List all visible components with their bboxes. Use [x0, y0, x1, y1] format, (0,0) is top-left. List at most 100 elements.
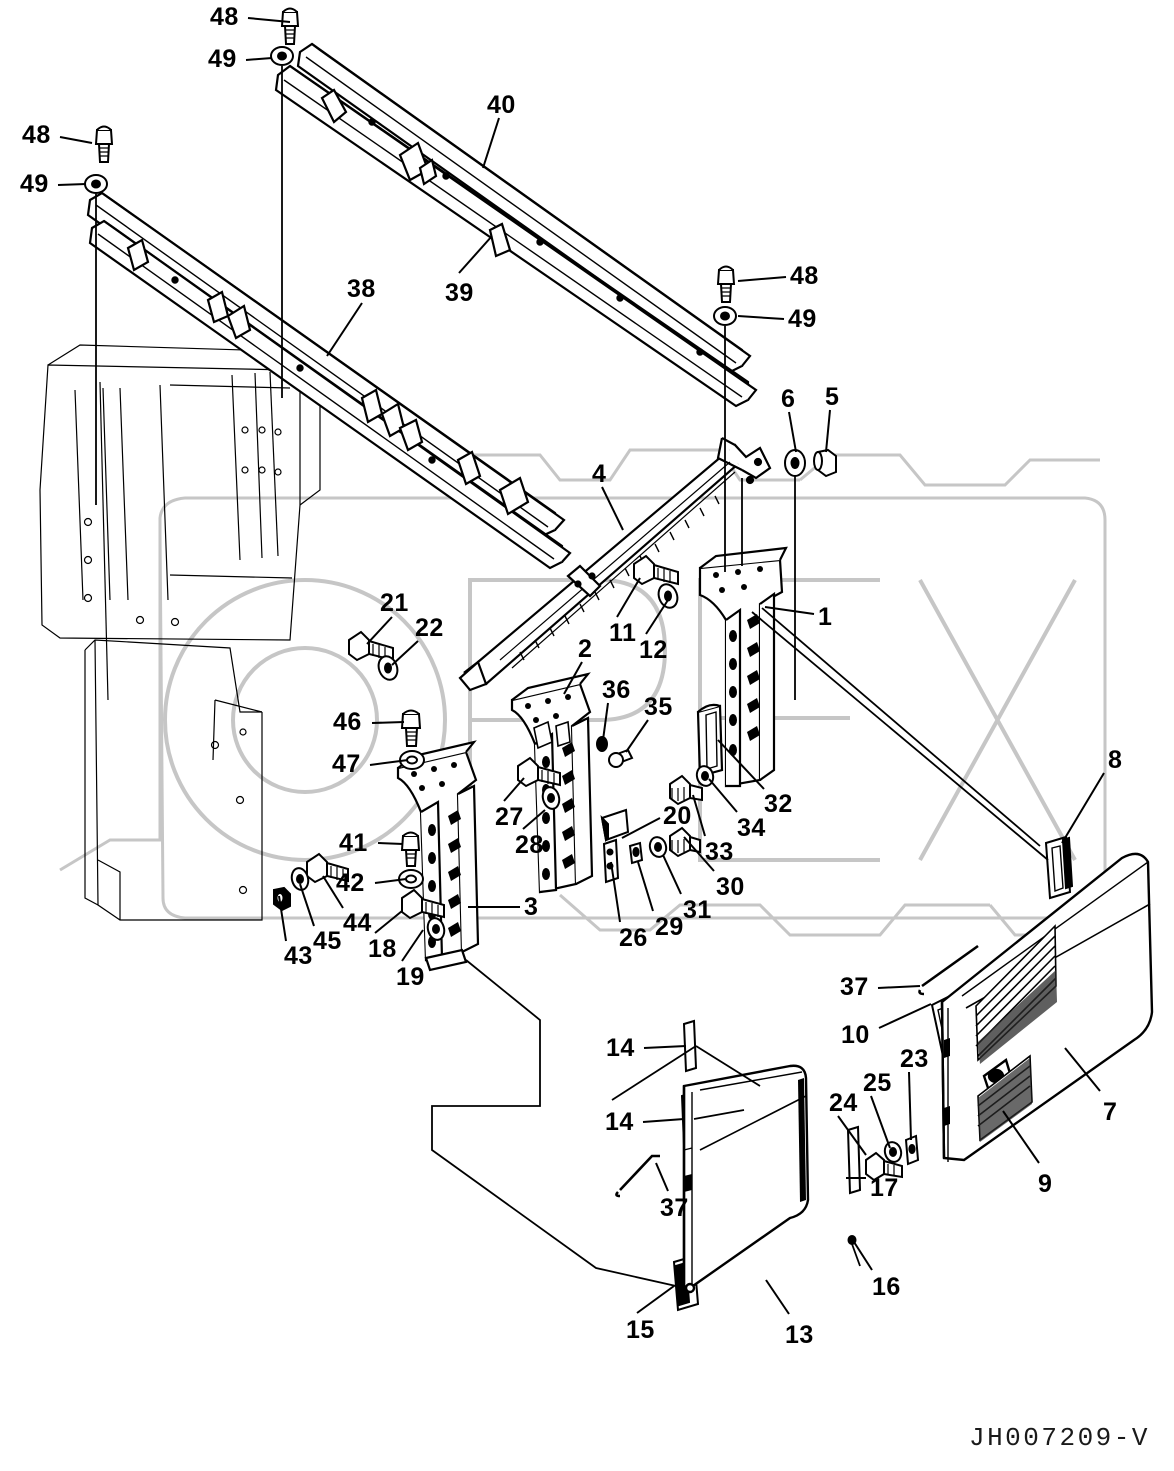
rod-14-top — [682, 1019, 698, 1073]
leader-18 — [374, 910, 403, 934]
bolt-48-right — [716, 265, 736, 303]
leader-7 — [1064, 1047, 1101, 1092]
callout-48: 48 — [790, 262, 819, 290]
callout-11: 11 — [609, 619, 637, 647]
clip-29 — [628, 841, 644, 865]
leader-15 — [636, 1285, 675, 1314]
leader-37 — [877, 985, 921, 989]
assembly-guide-lines — [95, 66, 1049, 1287]
guard-rail-upper-secondary — [274, 64, 758, 408]
leader-39 — [458, 235, 493, 274]
panel-mesh-lower — [978, 1058, 1032, 1142]
bolt-30 — [669, 826, 701, 858]
callout-37: 37 — [840, 973, 869, 1001]
leader-46 — [371, 721, 405, 724]
callout-24: 24 — [829, 1089, 858, 1117]
leader-19 — [401, 929, 424, 962]
callout-4: 4 — [592, 460, 607, 488]
bolt-33 — [669, 774, 703, 806]
plate-26 — [602, 838, 620, 884]
callout-26: 26 — [619, 924, 648, 952]
callout-49: 49 — [208, 45, 237, 73]
bolt-48-left — [94, 125, 114, 163]
leader-48 — [247, 17, 291, 23]
leader-36 — [602, 702, 609, 741]
washer-22 — [377, 655, 399, 681]
leader-6 — [788, 411, 797, 453]
callout-29: 29 — [655, 913, 684, 941]
plate-20 — [600, 808, 630, 843]
hinge-8 — [1044, 835, 1074, 900]
leader-49 — [57, 183, 87, 186]
callout-19: 19 — [396, 963, 425, 991]
machine-frame-outline — [39, 344, 321, 921]
leader-43 — [278, 895, 287, 942]
seal-37-right — [918, 944, 979, 996]
callout-48: 48 — [210, 3, 239, 31]
leader-38 — [326, 302, 363, 357]
callout-35: 35 — [644, 693, 673, 721]
callout-39: 39 — [445, 279, 474, 307]
callout-leader-lines — [57, 17, 1105, 1315]
leader-10 — [878, 1003, 932, 1029]
callout-40: 40 — [487, 91, 516, 119]
pin-35 — [608, 748, 634, 768]
leader-27 — [503, 777, 525, 802]
callout-7: 7 — [1103, 1098, 1118, 1126]
callout-31: 31 — [683, 896, 712, 924]
leader-48 — [59, 136, 93, 144]
leader-8 — [1061, 772, 1105, 844]
bolt-18 — [401, 888, 445, 920]
leader-40 — [482, 117, 500, 169]
callout-3: 3 — [524, 893, 539, 921]
leader-5 — [825, 409, 831, 453]
leader-2 — [563, 661, 583, 695]
callout-14: 14 — [606, 1034, 635, 1062]
bolt-44 — [306, 852, 349, 884]
leader-30 — [683, 836, 715, 872]
leader-48 — [737, 276, 787, 282]
washer-25 — [883, 1141, 903, 1163]
callout-5: 5 — [825, 383, 840, 411]
panel-mesh-upper — [978, 970, 1057, 1064]
callout-12: 12 — [639, 636, 668, 664]
washer-49-left — [84, 174, 108, 194]
guard-rail-upper — [296, 42, 752, 374]
callout-47: 47 — [332, 750, 361, 778]
callout-22: 22 — [415, 614, 444, 642]
washer-34 — [695, 765, 715, 787]
callout-10: 10 — [841, 1021, 870, 1049]
bolt-41 — [400, 831, 421, 867]
guard-rail-lower-secondary — [88, 219, 572, 570]
washer-47 — [399, 750, 425, 770]
fastener-group — [84, 7, 1074, 1312]
washer-49-right — [713, 306, 737, 326]
washer-45 — [290, 867, 310, 891]
callout-20: 20 — [663, 802, 692, 830]
leader-45 — [299, 883, 315, 927]
callout-42: 42 — [336, 869, 365, 897]
callout-43: 43 — [284, 942, 313, 970]
leader-16 — [853, 1241, 873, 1271]
callout-45: 45 — [313, 927, 342, 955]
callout-18: 18 — [368, 935, 397, 963]
leader-41 — [377, 842, 404, 845]
bolt-46 — [400, 709, 422, 747]
tab-23 — [904, 1134, 920, 1166]
leader-31 — [662, 854, 682, 895]
leader-12 — [645, 599, 669, 635]
leader-49 — [245, 57, 273, 61]
side-cover-panel-left — [682, 1064, 810, 1294]
nut-5 — [813, 448, 837, 478]
seal-37-left — [615, 1154, 660, 1198]
callout-9: 9 — [1038, 1170, 1053, 1198]
leader-20 — [621, 817, 661, 839]
leader-14 — [642, 1118, 685, 1123]
leader-35 — [625, 719, 649, 753]
leader-4 — [601, 486, 624, 531]
watermark-gear-top2 — [799, 453, 1100, 487]
callout-48: 48 — [22, 121, 51, 149]
callout-28: 28 — [515, 831, 544, 859]
watermark-letter-o-outer — [163, 578, 447, 862]
